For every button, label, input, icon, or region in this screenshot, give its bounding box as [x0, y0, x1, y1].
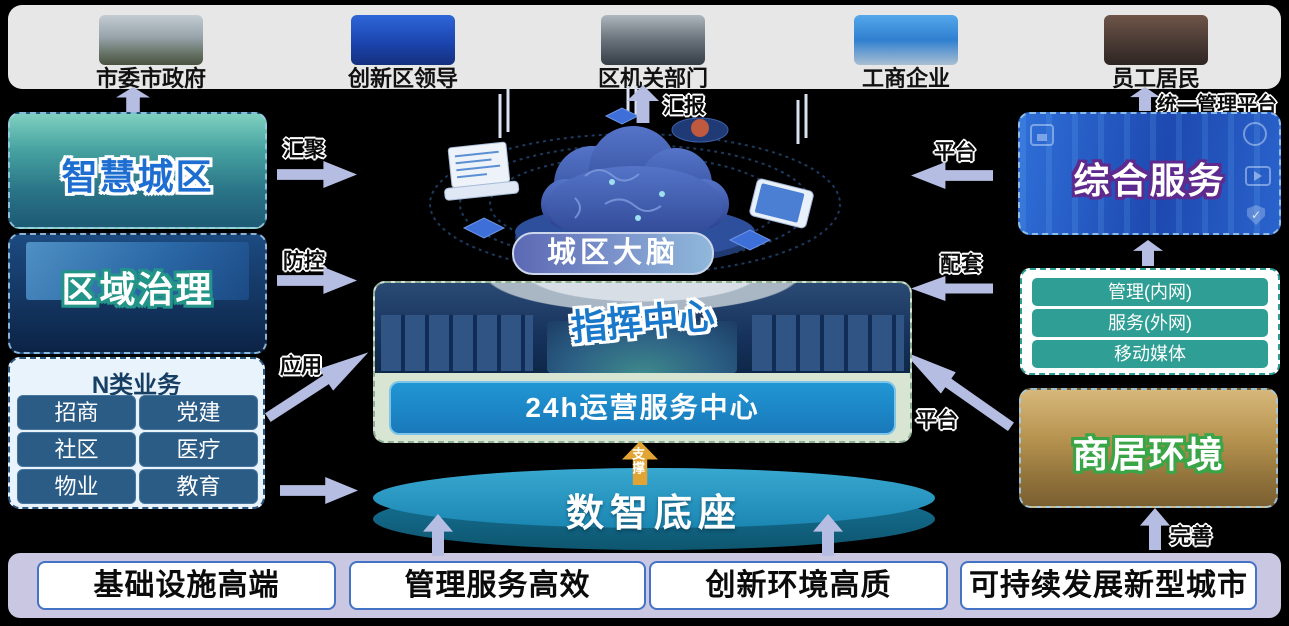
city-model-screen: [547, 321, 737, 373]
goal-innovation: 创新环境高质: [649, 561, 948, 610]
shield-check-icon: ✓: [1247, 205, 1265, 225]
business-item-party: 党建: [139, 395, 258, 430]
n-business-to-base-arrow: [280, 477, 358, 504]
business-item-property: 物业: [17, 469, 136, 504]
stakeholder-government: 市委市政府: [51, 15, 251, 91]
disk-top: [373, 468, 935, 528]
business-item-education: 教育: [139, 469, 258, 504]
stakeholder-label: 工商企业: [861, 66, 950, 91]
control-room-screen: [26, 242, 249, 300]
improve-arrow-label: 完善: [1170, 525, 1212, 548]
launch-ceremony-photo: [351, 15, 455, 65]
stakeholder-district-leaders: 创新区领导: [303, 15, 503, 91]
stakeholder-label: 员工居民: [1111, 66, 1200, 91]
stakeholder-residents: 员工居民: [1056, 15, 1256, 91]
ops-center-bar: 24h运营服务中心: [389, 381, 896, 435]
crowd-photo: [1104, 15, 1208, 65]
stakeholder-label: 区机关部门: [597, 66, 708, 91]
improve-arrow: [1140, 508, 1170, 550]
command-center-photo: [375, 283, 910, 373]
business-environment-box: 商居环境: [1019, 388, 1278, 508]
platform-top-arrow: [911, 162, 993, 189]
smart-city-box: 智慧城区: [8, 112, 267, 229]
integrated-services-box: ✓ 综合服务: [1018, 112, 1281, 235]
play-icon: [1245, 166, 1271, 186]
channels-to-services-arrow: [1133, 240, 1163, 266]
city-brain-label: 城区大脑: [512, 232, 714, 275]
stakeholder-enterprises: 工商企业: [806, 15, 1006, 91]
goal-sustainable-city: 可持续发展新型城市: [960, 561, 1257, 610]
government-building-photo: [99, 15, 203, 65]
smart-city-label: 智慧城区: [61, 156, 214, 197]
stakeholder-district-departments: 区机关部门: [553, 15, 753, 91]
channel-intranet: 管理(内网): [1032, 278, 1268, 306]
n-business-title: N类业务: [91, 372, 182, 399]
dashboard-screen-right: [752, 315, 904, 371]
business-item-investment: 招商: [17, 395, 136, 430]
goal-management: 管理服务高效: [349, 561, 646, 610]
regional-governance-label: 区域治理: [61, 269, 214, 310]
report-arrow-label: 汇报: [663, 95, 705, 118]
support-facilities-arrow-label: 配套: [940, 253, 982, 276]
prevention-arrow-label: 防控: [283, 250, 325, 273]
regional-governance-box: 区域治理: [8, 233, 267, 354]
application-arrow-label: 应用: [280, 355, 322, 378]
command-center-box: 指挥中心 24h运营服务中心: [373, 281, 912, 443]
business-environment-label: 商居环境: [1072, 434, 1225, 475]
aggregate-arrow: [277, 161, 357, 188]
channel-mobile-media: 移动媒体: [1032, 340, 1268, 368]
goals-bar: 基础设施高端 管理服务高效 创新环境高质 可持续发展新型城市: [8, 553, 1281, 618]
tablet-icon: [749, 178, 814, 229]
platform-top-arrow-label: 平台: [934, 141, 976, 164]
integrated-services-label: 综合服务: [1073, 160, 1226, 201]
save-icon: [1030, 124, 1054, 146]
certificate-icon: [1243, 122, 1267, 146]
digital-base-disk: 数智底座: [373, 468, 935, 558]
platform-bottom-arrow-label: 平台: [916, 409, 958, 432]
service-channels-box: 管理(内网) 服务(外网) 移动媒体: [1020, 268, 1280, 375]
unified-platform-label: 统一管理平台: [1157, 94, 1277, 116]
officials-photo: [601, 15, 705, 65]
support-facilities-arrow: [911, 276, 993, 301]
office-towers-photo: [854, 15, 958, 65]
stakeholder-label: 创新区领导: [347, 66, 458, 91]
stakeholder-label: 市委市政府: [95, 66, 206, 91]
stakeholder-bar: 市委市政府 创新区领导 区机关部门 工商企业 员工居民: [8, 5, 1281, 91]
goal-infrastructure: 基础设施高端: [37, 561, 336, 610]
digital-base-label: 数智底座: [565, 493, 742, 535]
support-arrow-label: 支撑: [630, 447, 645, 475]
channel-extranet: 服务(外网): [1032, 309, 1268, 337]
aggregate-arrow-label: 汇聚: [283, 138, 325, 161]
dashboard-screen-left: [381, 315, 533, 371]
business-item-community: 社区: [17, 432, 136, 467]
n-business-box: N类业务 招商 党建 社区 医疗 物业 教育: [8, 357, 265, 509]
laptop-icon: [444, 141, 520, 201]
business-item-medical: 医疗: [139, 432, 258, 467]
